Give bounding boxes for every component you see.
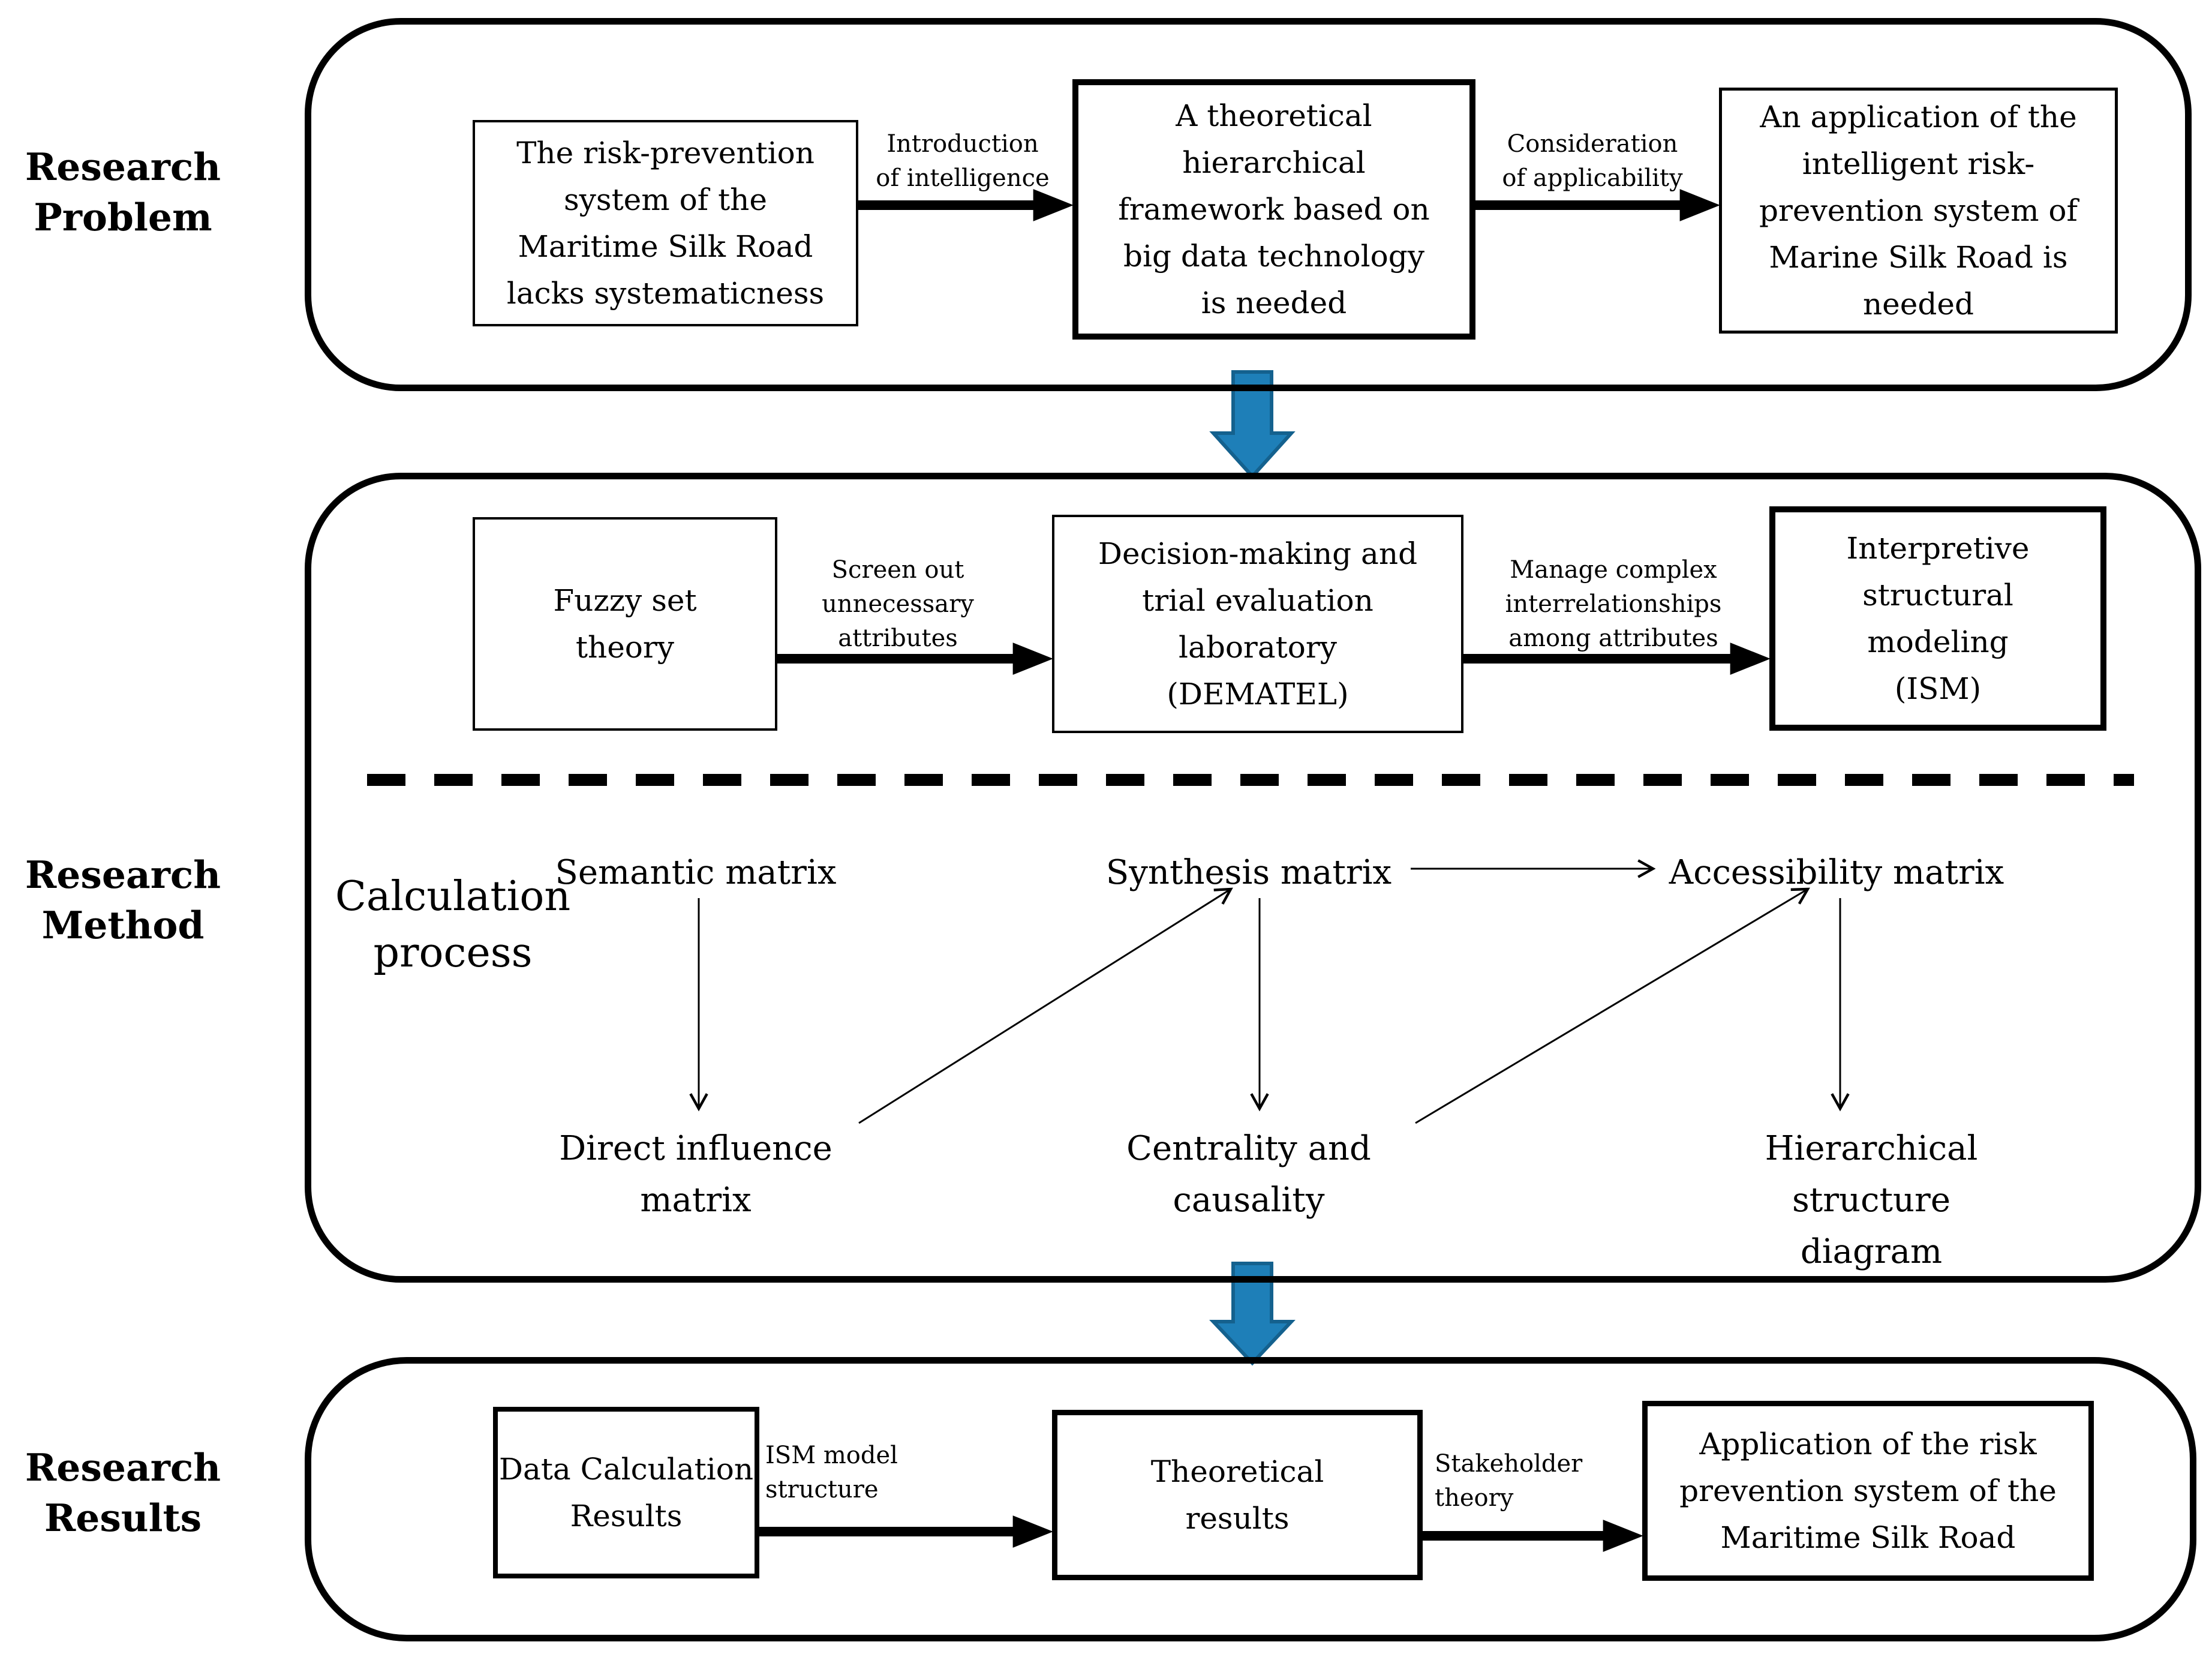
results-box-data-calculation: Data Calculation Results <box>493 1407 759 1578</box>
side-label-research-method: Research Method <box>25 852 221 947</box>
results-box-application: Application of the risk prevention syste… <box>1642 1401 2094 1581</box>
section-down-arrow-2 <box>1209 1262 1296 1366</box>
section-results-container <box>305 1357 2196 1641</box>
node-semantic-matrix: Semantic matrix <box>555 853 837 892</box>
problem-box-risk-system: The risk-prevention system of the Mariti… <box>473 120 858 326</box>
section-down-arrow-1 <box>1209 370 1296 479</box>
node-direct-influence-matrix: Direct influence matrix <box>559 1129 832 1220</box>
flow-label-intelligence: Introduction of intelligence <box>876 130 1050 192</box>
method-box-ism: Interpretive structural modeling (ISM) <box>1769 506 2106 731</box>
results-box-theoretical: Theoretical results <box>1052 1410 1423 1580</box>
node-synthesis-matrix: Synthesis matrix <box>1105 853 1392 892</box>
calc-arrow-direct-to-synthesis <box>858 887 1233 1124</box>
node-hierarchical-structure: Hierarchical structure diagram <box>1765 1129 1978 1271</box>
node-centrality-causality: Centrality and causality <box>1126 1129 1371 1220</box>
method-box-dematel: Decision-making and trial evaluation lab… <box>1052 515 1463 733</box>
flow-label-ism-model: ISM model structure <box>765 1442 898 1503</box>
flow-label-manage-complex: Manage complex interrelationships among … <box>1505 556 1722 652</box>
problem-box-framework: A theoretical hierarchical framework bas… <box>1072 79 1475 340</box>
flow-label-stakeholder: Stakeholder theory <box>1435 1450 1583 1512</box>
flow-label-screen-out: Screen out unnecessary attributes <box>822 556 974 652</box>
side-label-research-problem: Research Problem <box>25 145 221 239</box>
section-problem-container <box>305 18 2192 391</box>
section-method-container <box>305 473 2201 1283</box>
calc-arrow-centrality-to-accessibility <box>1415 887 1810 1124</box>
side-label-research-results: Research Results <box>25 1445 221 1540</box>
problem-box-application: An application of the intelligent risk- … <box>1719 88 2118 334</box>
flow-label-applicability: Consideration of applicability <box>1502 130 1683 192</box>
method-box-fuzzy: Fuzzy set theory <box>473 517 777 731</box>
node-accessibility-matrix: Accessibility matrix <box>1669 853 2004 892</box>
calc-process-label: Calculation process <box>335 873 571 977</box>
